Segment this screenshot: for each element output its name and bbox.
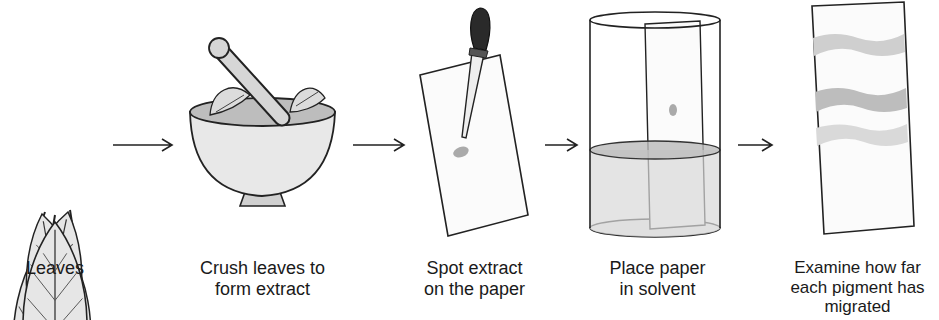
process-stage: Spot extract on the paper xyxy=(412,0,537,318)
chromatogram-illustration xyxy=(812,2,914,234)
process-stage: Place paper in solvent xyxy=(585,0,730,318)
stage-caption: Examine how far each pigment has migrate… xyxy=(780,258,935,317)
stage-caption: Place paper in solvent xyxy=(600,258,715,299)
flow-arrow xyxy=(545,139,577,151)
beaker-illustration xyxy=(590,12,720,237)
mortar-illustration xyxy=(190,38,335,206)
flow-arrow xyxy=(113,139,172,151)
flow-arrow xyxy=(738,139,772,151)
stage-caption: Crush leaves to form extract xyxy=(183,258,343,299)
stage-caption: Spot extract on the paper xyxy=(416,258,534,299)
process-stage: Leaves xyxy=(5,0,105,318)
process-stage: Crush leaves to form extract xyxy=(180,0,345,318)
stage-caption: Leaves xyxy=(5,258,105,279)
dropper-illustration xyxy=(420,8,528,236)
flow-arrow xyxy=(353,139,404,151)
process-stage: Examine how far each pigment has migrate… xyxy=(780,0,935,318)
